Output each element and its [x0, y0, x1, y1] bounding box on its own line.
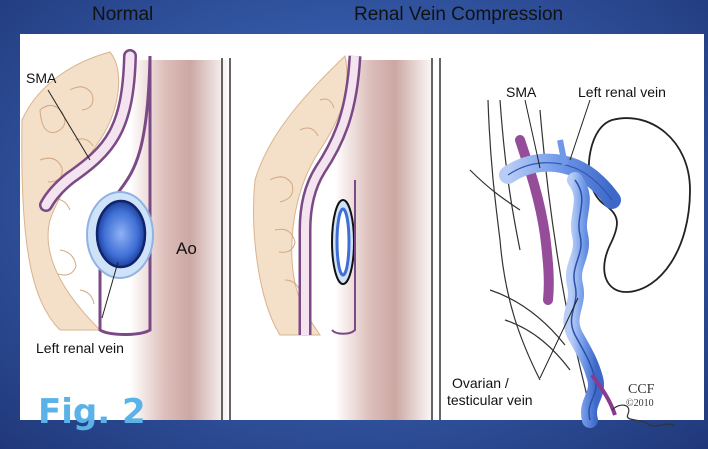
- label-sma-left: SMA: [26, 70, 56, 87]
- credit-year: ©2010: [626, 398, 654, 409]
- kidney: [589, 118, 690, 292]
- label-left-renal-vein-left: Left renal vein: [36, 340, 124, 357]
- compression-panel: [254, 56, 440, 420]
- title-normal: Normal: [92, 4, 153, 26]
- lrv-pointer-right: [570, 100, 590, 160]
- credit-org: CCF: [628, 382, 654, 398]
- label-left-renal-vein-right: Left renal vein: [578, 84, 666, 101]
- normal-panel: [22, 52, 230, 420]
- label-ovarian-line2: testicular vein: [447, 392, 533, 409]
- figure-caption: Fig. 2: [38, 392, 146, 432]
- fat-tissue-left: [22, 52, 119, 330]
- label-ovarian-line1: Ovarian /: [452, 375, 509, 392]
- title-renal-vein-compression: Renal Vein Compression: [354, 4, 563, 26]
- label-aorta: Ao: [176, 240, 197, 257]
- label-sma-right: SMA: [506, 84, 536, 101]
